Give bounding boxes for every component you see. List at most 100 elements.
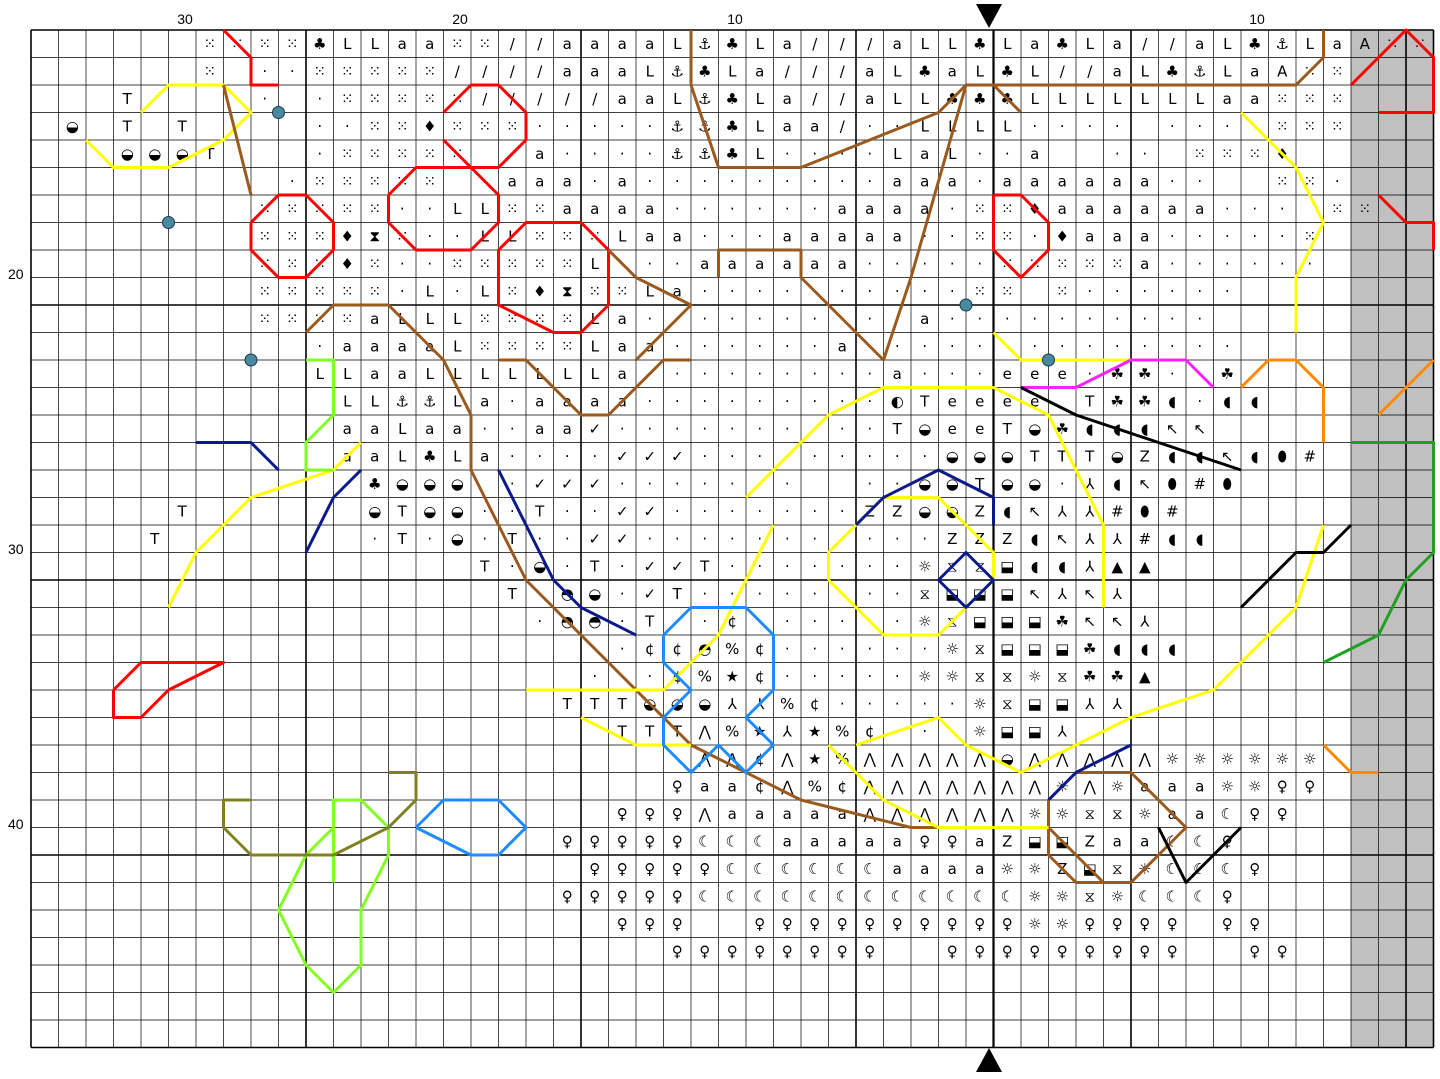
chart-symbol: ⁙: [1248, 145, 1261, 163]
chart-symbol: ·: [730, 227, 735, 245]
chart-symbol: ·: [1032, 337, 1037, 355]
chart-symbol: ·: [482, 420, 487, 438]
chart-symbol: ·: [757, 557, 762, 575]
chart-symbol: #: [1138, 530, 1151, 548]
chart-symbol: ·: [400, 200, 405, 218]
chart-symbol: /: [812, 90, 818, 108]
chart-symbol: ·: [675, 255, 680, 273]
chart-symbol: ◒: [368, 502, 381, 520]
chart-symbol: ✓: [616, 502, 629, 520]
chart-symbol: ·: [1142, 310, 1147, 328]
chart-symbol: ·: [482, 502, 487, 520]
chart-symbol: ⁙: [203, 62, 216, 80]
chart-symbol: a: [1058, 200, 1067, 218]
chart-symbol: ·: [647, 530, 652, 548]
chart-symbol: a: [865, 832, 874, 850]
chart-symbol: ·: [620, 585, 625, 603]
chart-symbol: ·: [922, 365, 927, 383]
chart-symbol: L: [426, 365, 435, 383]
chart-symbol: a: [1030, 145, 1039, 163]
chart-symbol: ·: [785, 475, 790, 493]
chart-symbol: ·: [537, 530, 542, 548]
chart-symbol: ⁙: [313, 282, 326, 300]
chart-symbol: ⅄: [1057, 585, 1068, 603]
chart-symbol: ⧖: [1112, 860, 1123, 878]
chart-symbol: ☾: [808, 887, 821, 905]
chart-symbol: ·: [730, 172, 735, 190]
chart-symbol: ☾: [753, 887, 766, 905]
chart-symbol: T: [1084, 392, 1095, 410]
chart-symbol: ♀: [672, 915, 683, 933]
chart-symbol: ·: [867, 640, 872, 658]
chart-symbol: ◒: [973, 447, 986, 465]
chart-symbol: T: [892, 420, 903, 438]
chart-symbol: ⋀: [1138, 750, 1152, 768]
chart-symbol: ♀: [617, 832, 628, 850]
chart-symbol: ♀: [672, 942, 683, 960]
chart-symbol: a: [1333, 35, 1342, 53]
chart-symbol: ·: [757, 227, 762, 245]
chart-symbol: ·: [565, 557, 570, 575]
chart-symbol: ·: [895, 612, 900, 630]
french-knot: [163, 217, 175, 229]
chart-symbol: ·: [895, 667, 900, 685]
chart-symbol: ·: [1115, 117, 1120, 135]
chart-symbol: ⚓: [671, 145, 684, 163]
chart-symbol: ⋀: [698, 722, 712, 740]
chart-symbol: ·: [620, 640, 625, 658]
chart-symbol: ·: [757, 282, 762, 300]
chart-symbol: a: [645, 200, 654, 218]
chart-symbol: ·: [895, 447, 900, 465]
chart-symbol: ♀: [1249, 805, 1260, 823]
chart-symbol: a: [1113, 35, 1122, 53]
chart-symbol: ⁙: [588, 282, 601, 300]
chart-symbol: /: [840, 35, 846, 53]
chart-symbol: ·: [757, 530, 762, 548]
chart-symbol: ✓: [671, 557, 684, 575]
chart-symbol: a: [563, 35, 572, 53]
chart-symbol: L: [1058, 90, 1067, 108]
chart-symbol: ⁙: [203, 35, 216, 53]
shaded-column-band: [1351, 30, 1434, 1048]
chart-symbol: ·: [510, 557, 515, 575]
chart-symbol: ·: [1170, 227, 1175, 245]
chart-symbol: ·: [1225, 227, 1230, 245]
chart-symbol: ◒: [423, 475, 436, 493]
chart-symbol: ☼: [918, 667, 931, 685]
chart-symbol: ★: [808, 750, 821, 768]
chart-symbol: ⬓: [1028, 722, 1042, 740]
chart-symbol: a: [810, 255, 819, 273]
chart-symbol: ✓: [616, 447, 629, 465]
chart-symbol: ⁙: [478, 255, 491, 273]
chart-symbol: ·: [730, 585, 735, 603]
chart-symbol: ◖: [1031, 530, 1039, 548]
chart-symbol: ⅄: [1084, 695, 1095, 713]
chart-symbol: ♀: [1139, 915, 1150, 933]
chart-symbol: ⋀: [698, 805, 712, 823]
chart-symbol: ◖: [1168, 530, 1176, 548]
chart-symbol: a: [810, 805, 819, 823]
chart-symbol: ·: [317, 117, 322, 135]
chart-symbol: a: [508, 172, 517, 190]
chart-symbol: ⁙: [368, 117, 381, 135]
chart-symbol: ↖: [1083, 585, 1096, 603]
chart-symbol: ·: [757, 447, 762, 465]
chart-symbol: ♀: [864, 915, 875, 933]
chart-symbol: ☾: [698, 832, 711, 850]
chart-symbol: L: [453, 200, 462, 218]
chart-symbol: ☾: [1166, 887, 1179, 905]
chart-symbol: ·: [675, 392, 680, 410]
chart-symbol: ·: [977, 365, 982, 383]
chart-symbol: ·: [290, 172, 295, 190]
chart-symbol: L: [453, 310, 462, 328]
chart-symbol: /: [812, 35, 818, 53]
chart-symbol: a: [453, 420, 462, 438]
chart-symbol: ♀: [754, 915, 765, 933]
chart-symbol: T: [589, 557, 600, 575]
chart-symbol: a: [755, 805, 764, 823]
chart-symbol: ☼: [1248, 777, 1261, 795]
chart-symbol: a: [1140, 227, 1149, 245]
top-label-30: 30: [177, 11, 193, 27]
chart-symbol: a: [618, 90, 627, 108]
chart-symbol: ⧖: [1112, 805, 1123, 823]
